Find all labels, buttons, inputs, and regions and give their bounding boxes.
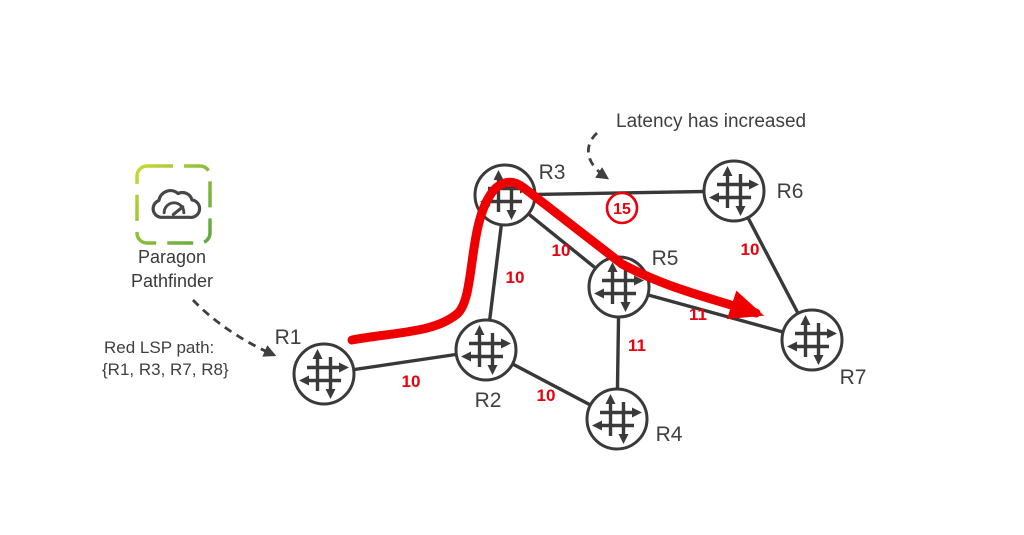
latency-pointer-arrow (587, 131, 610, 180)
link-metrics: 10 10 10 10 11 11 10 15 (402, 191, 760, 405)
router-node-r3: R3 (473, 161, 566, 227)
metric-r3-r6-circled: 15 (605, 191, 639, 225)
router-node-r1: R1 (275, 326, 356, 406)
router-icon (780, 308, 844, 372)
router-node-r2: R2 (454, 318, 518, 412)
controller-pointer-arrow (191, 299, 277, 357)
router-node-r5: R5 (587, 247, 679, 319)
router-icon (292, 342, 356, 406)
node-label-r1: R1 (275, 326, 302, 349)
link-r5-r7 (618, 285, 813, 342)
node-label-r4: R4 (656, 423, 683, 446)
metric-r3-r6: 15 (613, 201, 631, 218)
lsp-red-path (347, 177, 765, 345)
cloud-gauge-icon (151, 189, 202, 219)
controller-name-line2: Pathfinder (131, 271, 213, 291)
metric-r6-r7: 10 (741, 240, 760, 259)
node-label-r6: R6 (777, 180, 804, 203)
metric-r2-r4: 10 (537, 386, 556, 405)
router-icon (702, 159, 766, 223)
latency-annotation: Latency has increased (616, 111, 806, 132)
router-icon (585, 387, 649, 451)
controller-name-line1: Paragon (138, 247, 206, 267)
paragon-pathfinder-controller: Paragon Pathfinder (131, 164, 213, 291)
metric-r5-r4: 11 (628, 336, 646, 355)
lsp-path-route: {R1, R3, R7, R8} (102, 360, 229, 379)
metric-r3-r5: 10 (552, 241, 571, 260)
metric-r1-r2: 10 (402, 372, 421, 391)
lsp-path-label: Red LSP path: (104, 338, 214, 357)
metric-highlight-circle (605, 191, 639, 225)
router-node-r6: R6 (702, 159, 804, 223)
metric-r5-r7: 11 (689, 305, 707, 324)
node-label-r5: R5 (652, 247, 679, 270)
router-node-r4: R4 (585, 387, 683, 451)
controller-icon-frame (135, 164, 212, 245)
router-icon (454, 318, 518, 382)
router-node-r7: R7 (780, 308, 867, 389)
node-label-r7: R7 (840, 366, 867, 389)
metric-r2-r3: 10 (506, 268, 525, 287)
node-label-r3: R3 (539, 161, 566, 184)
node-label-r2: R2 (475, 389, 502, 412)
